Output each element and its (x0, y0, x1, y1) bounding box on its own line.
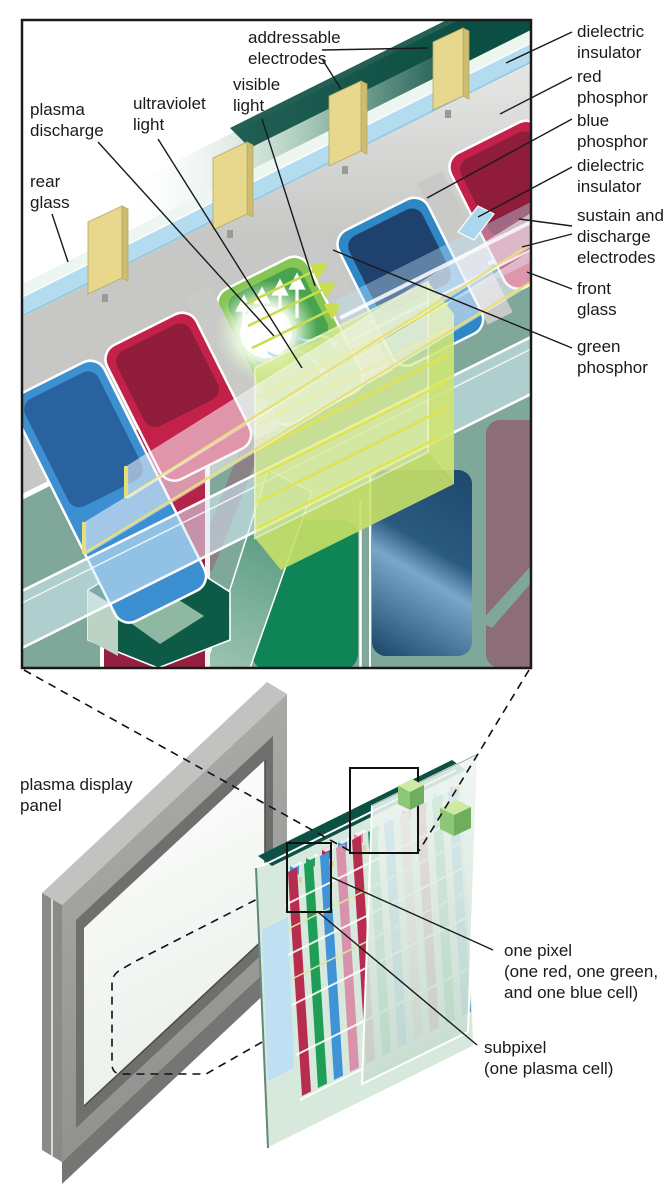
leader-subpixel (317, 911, 478, 1046)
green-cell-cube (440, 800, 471, 836)
plasma-display-panel-frame (42, 682, 287, 1184)
leader-sustain-2 (521, 233, 573, 248)
leader-green-phosphor (332, 249, 573, 349)
label-sustain-discharge-electrodes: sustain and discharge electrodes (577, 206, 664, 267)
leader-addressable-2 (321, 47, 429, 51)
leader-sustain-1 (518, 218, 573, 227)
magnified-region-square (349, 767, 419, 854)
panel-screen (84, 760, 265, 1106)
leader-dielectric-mid (477, 166, 573, 218)
leader-dielectric-top (505, 31, 573, 64)
leader-addressable-1 (321, 58, 342, 90)
leader-blue-phosphor (426, 118, 573, 199)
dielectric-block (457, 205, 495, 241)
leader-visible-light (261, 118, 316, 287)
sustain-discharge-electrode-strips (82, 205, 531, 556)
magnification-dashed-lines (23, 669, 530, 852)
addressable-electrode (87, 205, 129, 302)
mauve-stripe (486, 420, 531, 668)
addressable-electrode (212, 141, 254, 238)
leader-one-pixel (330, 876, 494, 951)
blue-stripe-front (372, 470, 472, 656)
leader-rear-glass (51, 213, 69, 263)
addressable-electrode (328, 80, 368, 174)
magnified-view-border (20, 18, 533, 670)
leader-red-phosphor (499, 76, 573, 115)
label-one-pixel: one pixel(one red, one green,and one blu… (504, 941, 659, 1002)
exploded-layer-stack (255, 752, 480, 1150)
leader-lines (51, 31, 573, 1046)
addressable-electrode (432, 27, 470, 118)
leader-ultraviolet-light (157, 138, 303, 369)
leader-plasma-discharge (97, 141, 275, 337)
addressable-electrodes-group (87, 27, 470, 302)
label-subpixel: subpixel(one plasma cell) (484, 1038, 614, 1078)
leader-front-glass (526, 271, 573, 290)
stack-dielectric-strip (262, 917, 294, 1081)
green-cell-cube (398, 779, 424, 810)
